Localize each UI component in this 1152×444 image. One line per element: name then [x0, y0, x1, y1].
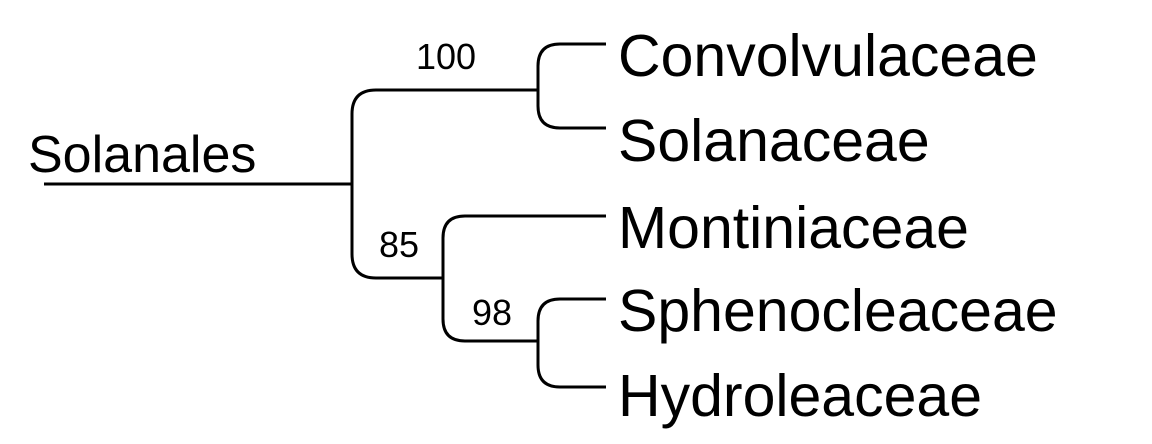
- root-split-branch: [350, 88, 377, 280]
- taxon-label-hydroleaceae: Hydroleaceae: [618, 363, 982, 429]
- support-value-98: 98: [472, 292, 512, 333]
- taxon-label-montiniaceae: Montiniaceae: [618, 195, 969, 261]
- support-value-100: 100: [416, 36, 476, 77]
- taxon-label-solanaceae: Solanaceae: [618, 108, 930, 174]
- upper-clade-split-branch: [536, 42, 561, 130]
- clade-name-label: Solanales: [28, 126, 256, 184]
- inner-clade-split-branch: [536, 297, 561, 389]
- lower-clade-split-branch: [441, 214, 466, 343]
- support-value-85: 85: [379, 224, 419, 265]
- taxon-label-sphenocleaceae: Sphenocleaceae: [618, 278, 1058, 344]
- taxon-label-convolvulaceae: Convolvulaceae: [618, 23, 1038, 89]
